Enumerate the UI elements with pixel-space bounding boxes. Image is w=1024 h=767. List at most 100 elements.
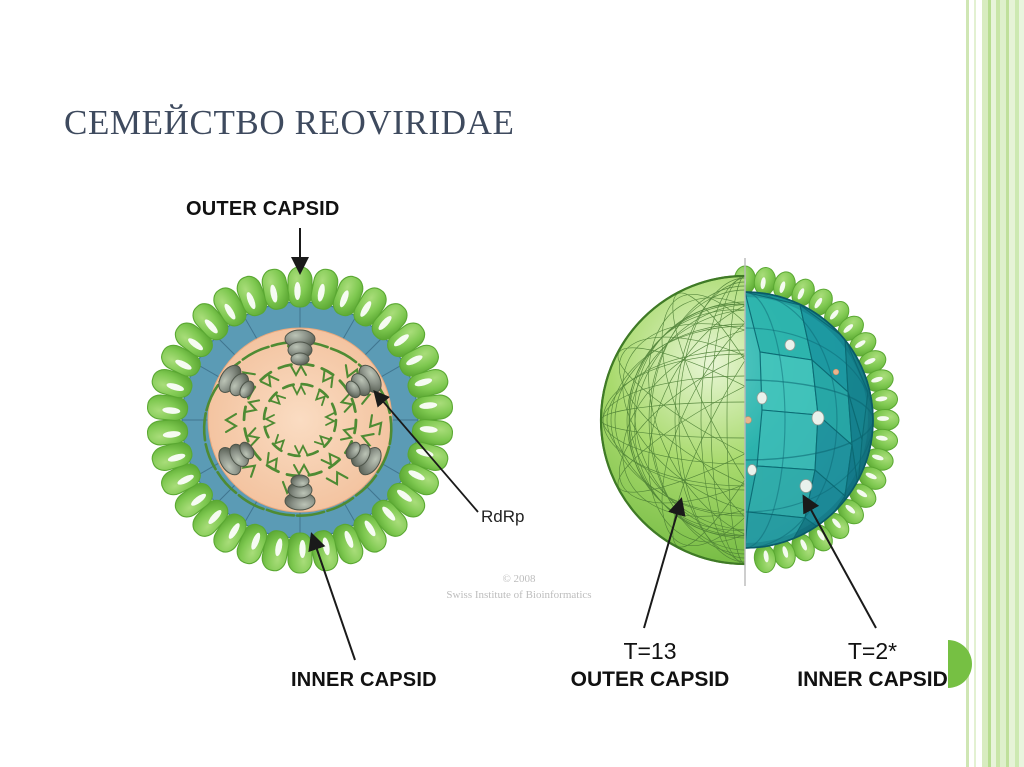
capsomere-highlight (814, 297, 823, 309)
capsomere (399, 344, 439, 377)
capsomere (411, 394, 454, 421)
capsomere (261, 268, 290, 310)
arrow-t13 (643, 497, 686, 629)
capsomere-highlight (167, 453, 186, 462)
capsomere-highlight (800, 539, 808, 551)
capsomere-highlight (871, 376, 883, 383)
capsomere (332, 523, 364, 565)
label-t13: T=13 (623, 638, 677, 664)
capsomere-highlight (162, 407, 181, 414)
label-outer-capsid: OUTER CAPSID (186, 198, 340, 220)
capsomere-highlight (864, 357, 876, 365)
surface-capsomere (808, 524, 833, 552)
decorative-stripe-7 (1006, 0, 1009, 767)
surface-capsomere (753, 266, 777, 296)
surface-capsomere (870, 409, 900, 431)
capsomere (236, 275, 268, 317)
capsomere (213, 287, 247, 327)
decorative-stripe-2 (982, 0, 988, 767)
virion-surface-model (599, 258, 900, 586)
capsomere-highlight (177, 474, 194, 485)
decorative-stripe-8 (1009, 0, 1015, 767)
capsomere-highlight (344, 530, 354, 548)
capsomere-highlight (270, 284, 278, 303)
capsomere-highlight (397, 489, 412, 502)
capsomere-highlight (797, 288, 805, 300)
capsomere-highlight (188, 338, 203, 351)
capsomere (287, 532, 313, 574)
credit-line-1: © 2008 (502, 573, 536, 585)
capsomere-highlight (419, 402, 438, 409)
capsomere-highlight (872, 454, 884, 461)
capsomere (287, 266, 313, 308)
capsomere-highlight (817, 530, 825, 541)
decorative-stripe-0 (966, 0, 969, 767)
capsomere-highlight (364, 520, 376, 537)
capsomere-highlight (865, 472, 877, 480)
surface-capsomere (753, 544, 777, 574)
capsomere-highlight (760, 277, 766, 290)
label-t2-inner-capsid: INNER CAPSID (797, 668, 948, 691)
capsomere-highlight (360, 301, 372, 317)
label-rdrp: RdRp (481, 507, 525, 526)
capsomere (407, 369, 449, 399)
capsomere-highlight (843, 324, 854, 333)
capsomere (192, 303, 229, 341)
capsomere (236, 523, 268, 565)
figure-credit: © 2008 Swiss Institute of Bioinformatics (419, 572, 619, 604)
decorative-stripe-5 (996, 0, 1000, 767)
surface-capsomere (869, 388, 899, 412)
capsomere-highlight (162, 431, 181, 438)
capsomere (411, 419, 454, 446)
page-title: СЕМЕЙСТВО REOVIRIDAE (64, 103, 515, 142)
capsomere-highlight (845, 504, 856, 514)
capsomere-highlight (339, 290, 349, 308)
label-t13-outer-capsid: OUTER CAPSID (570, 668, 730, 691)
decorative-stripe-6 (1000, 0, 1006, 767)
capsomere-highlight (299, 540, 306, 558)
capsomere-highlight (275, 538, 283, 557)
capsomere (261, 530, 290, 572)
capsomere-highlight (317, 283, 325, 302)
capsomere (161, 463, 201, 496)
credit-line-2: Swiss Institute of Bioinformatics (446, 588, 592, 601)
capsomere (151, 441, 193, 471)
capsomere-highlight (191, 493, 206, 506)
decorative-stripe-9 (1015, 0, 1019, 767)
capsomere-highlight (419, 426, 438, 433)
capsomere (146, 419, 189, 446)
capsomere-highlight (246, 292, 256, 310)
capsomere-highlight (406, 355, 423, 366)
capsomere-highlight (829, 309, 839, 320)
capsomere (192, 499, 229, 537)
virion-cross-section (146, 266, 454, 574)
decorative-stripe-3 (988, 0, 991, 767)
capsomere-highlight (166, 383, 184, 392)
capsomere (353, 513, 387, 553)
surface-capsomere-ring (734, 265, 900, 574)
capsomere (146, 394, 189, 421)
capsomere-highlight (228, 523, 240, 539)
capsomere-highlight (414, 378, 433, 387)
capsomere (371, 303, 408, 341)
capsomere (310, 268, 339, 310)
capsomere-highlight (208, 510, 222, 525)
capsomere-highlight (224, 303, 236, 320)
capsomere (371, 499, 408, 537)
capsomere-highlight (175, 359, 192, 370)
decorative-stripe-10 (1019, 0, 1024, 767)
outer-capsomere-ring (146, 266, 454, 574)
outer-capsid-hemisphere (599, 274, 745, 566)
capsomere-highlight (875, 396, 888, 402)
label-inner-capsid: INNER CAPSID (291, 669, 437, 691)
surface-capsomere (865, 448, 894, 471)
arrow-t2 (802, 494, 877, 629)
capsomere-highlight (382, 506, 396, 521)
capsomere (174, 322, 213, 358)
decorative-stripe-4 (991, 0, 996, 767)
arrow-rdrp (373, 389, 479, 513)
capsomere-highlight (782, 546, 789, 558)
capsomere-highlight (875, 435, 888, 441)
